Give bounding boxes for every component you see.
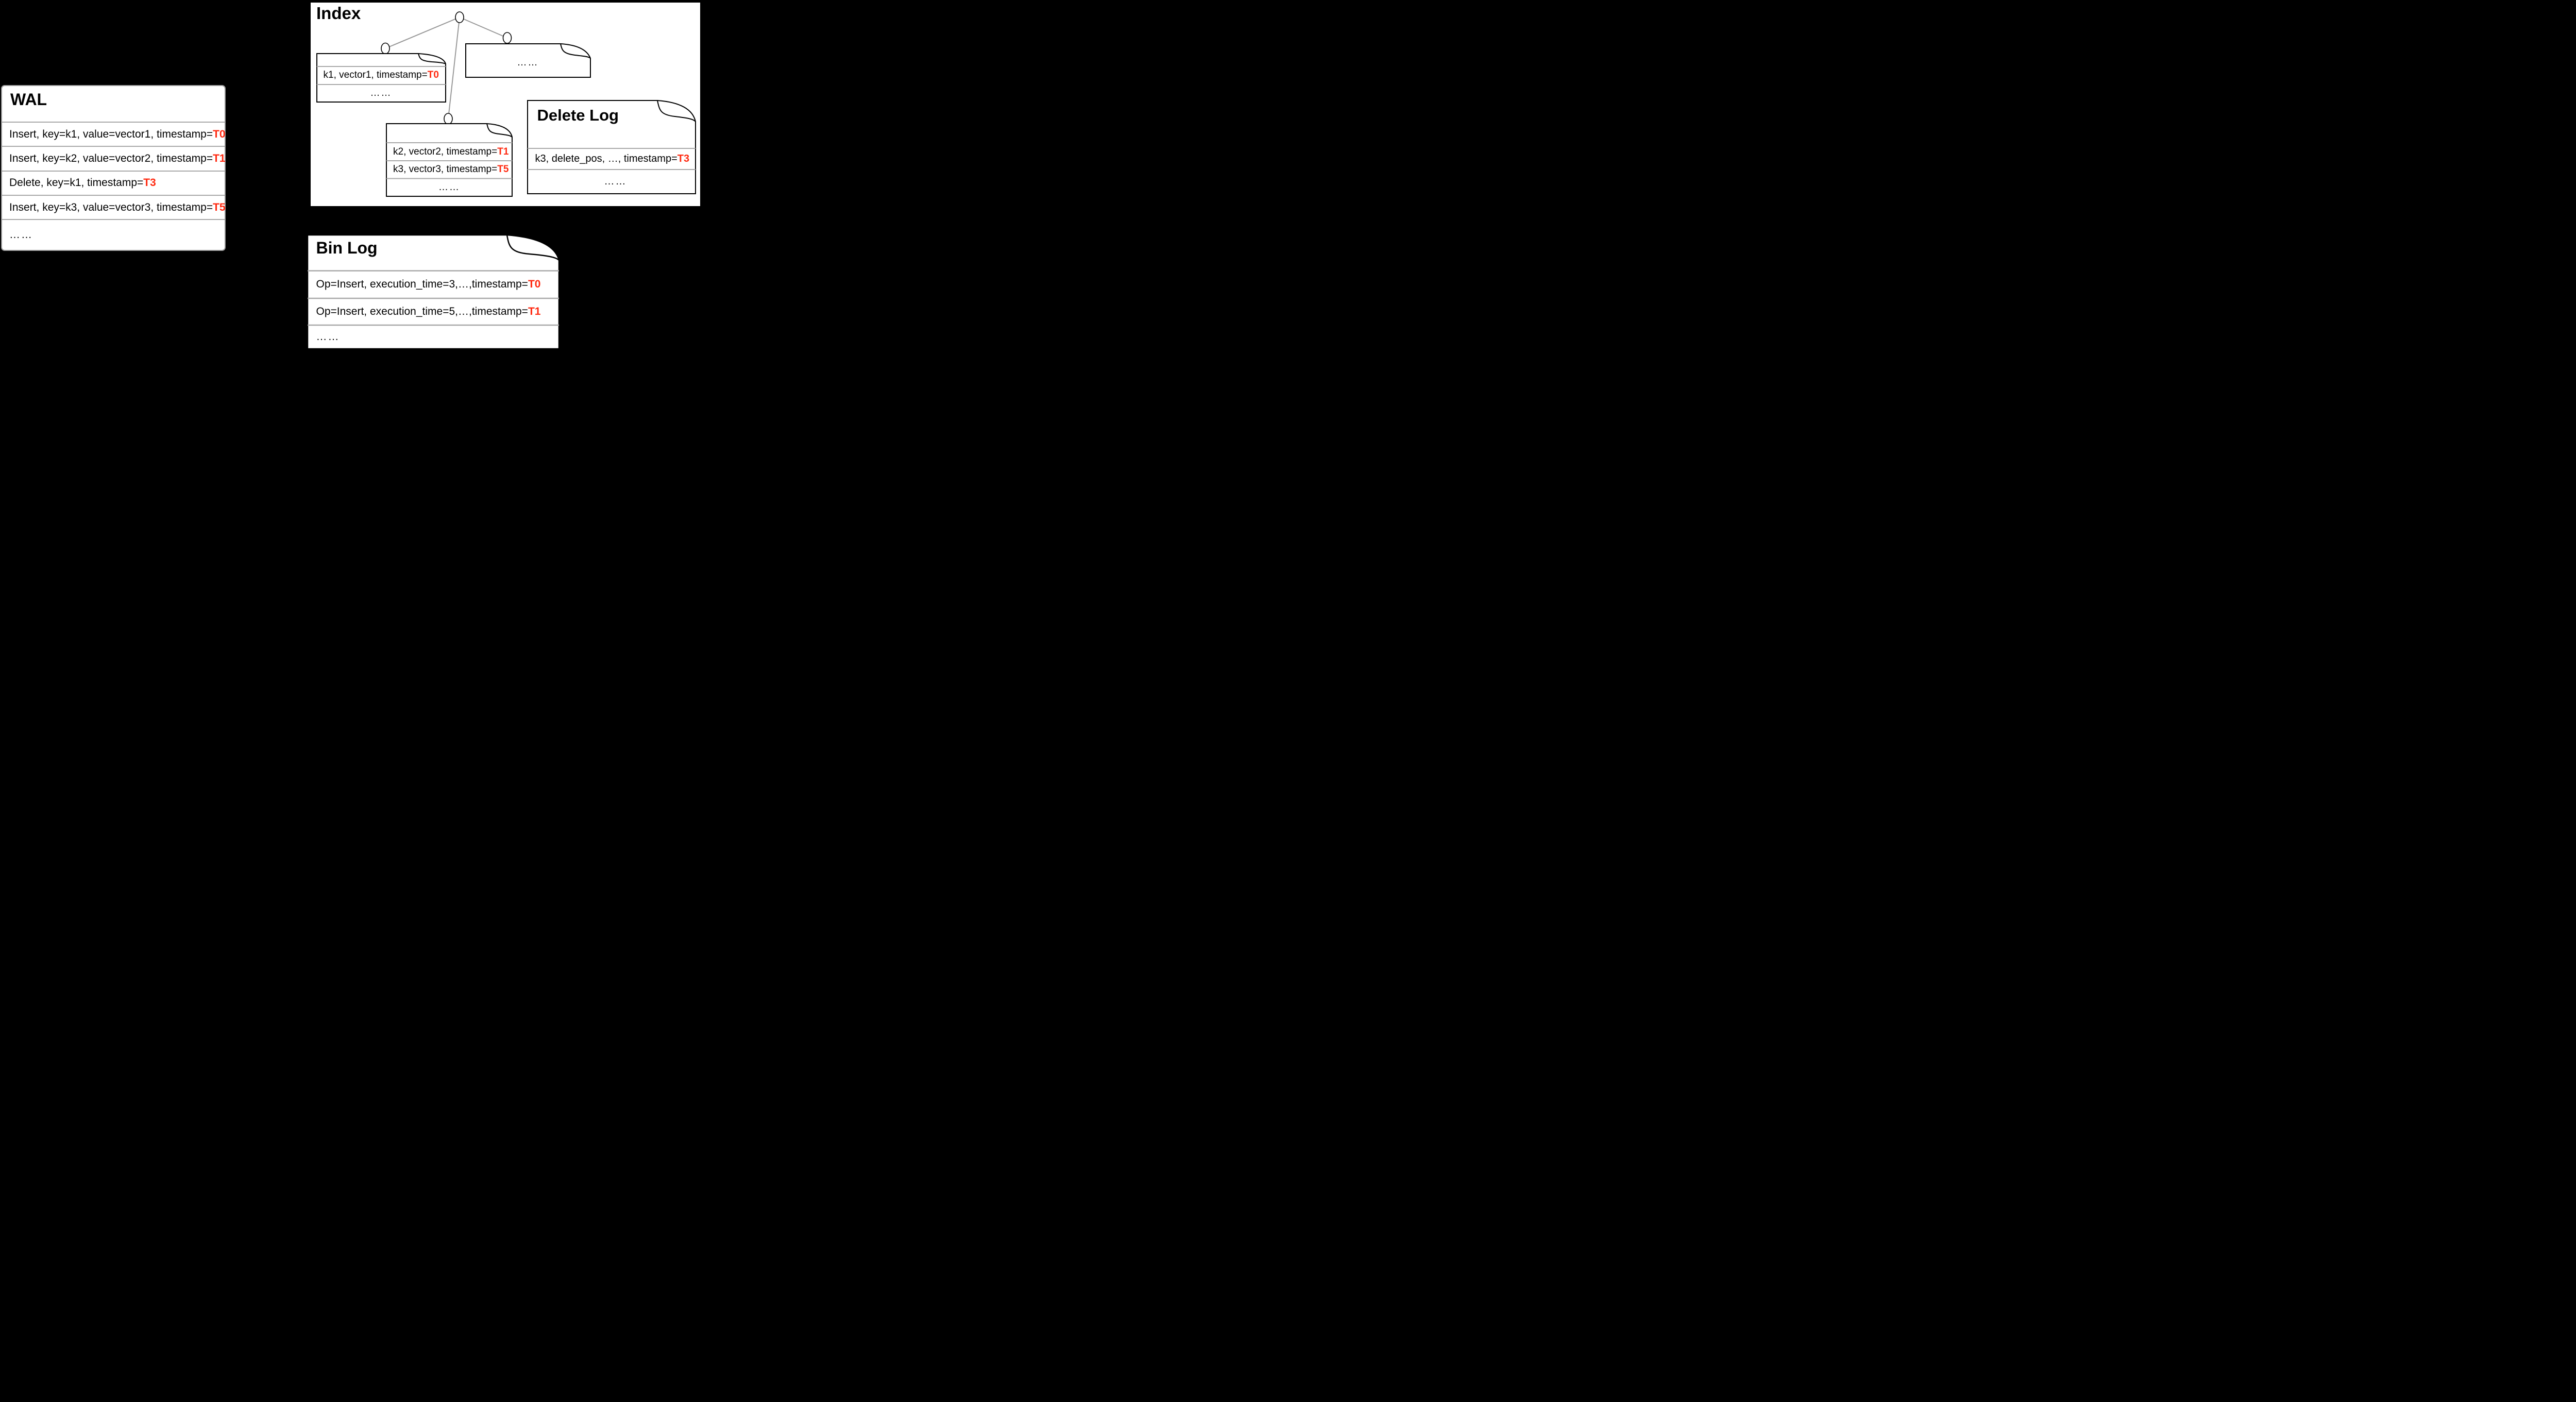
- delete-log-title: Delete Log: [537, 106, 619, 124]
- timestamp-value: T1: [497, 146, 509, 157]
- timestamp-value: T0: [528, 278, 541, 291]
- index-leaf-more-row: ……: [465, 50, 591, 75]
- ellipsis-text: ……: [316, 331, 340, 343]
- index-leaf-more: ……: [465, 43, 591, 78]
- index-panel: Index k1, vector1: [309, 1, 702, 208]
- tree-middle-node: [444, 113, 453, 125]
- tree-edges: [385, 16, 507, 119]
- index-leaf-k3-row: k3, vector3, timestamp=T5: [386, 161, 513, 179]
- index-leaf-k1-more: ……: [316, 85, 446, 103]
- timestamp-value: T3: [143, 177, 156, 189]
- timestamp-value: T5: [497, 164, 509, 175]
- file-fold-icon: [656, 100, 696, 122]
- timestamp-value: T1: [528, 306, 541, 317]
- index-leaf-k2-text: k2, vector2, timestamp=T1: [393, 146, 509, 157]
- index-leaf-k3-text: k3, vector3, timestamp=T5: [393, 164, 509, 175]
- index-leaf-k1: k1, vector1, timestamp=T0 ……: [316, 53, 446, 103]
- timestamp-value: T1: [213, 152, 226, 164]
- timestamp-value: T0: [213, 128, 226, 140]
- wal-row-3: Delete, key=k1, timestamp=T3: [2, 170, 225, 195]
- wal-row-2-text: Insert, key=k2, value=vector2, timestamp…: [9, 152, 226, 164]
- file-outline: [465, 43, 591, 78]
- wal-title: WAL: [10, 90, 47, 109]
- tree-left-node: [381, 42, 390, 55]
- tree-right-node: [502, 32, 512, 44]
- wal-row-more: ……: [2, 219, 225, 250]
- timestamp-value: T0: [427, 70, 439, 80]
- file-outline: [527, 100, 696, 194]
- bin-log-row-1-text: Op=Insert, execution_time=3,…,timestamp=…: [316, 278, 541, 291]
- delete-log-more: ……: [527, 170, 696, 193]
- file-fold-icon: [486, 123, 513, 138]
- timestamp-value: T3: [677, 153, 690, 164]
- wal-row-2: Insert, key=k2, value=vector2, timestamp…: [2, 146, 226, 170]
- index-title: Index: [316, 4, 361, 23]
- wal-row-1-text: Insert, key=k1, value=vector1, timestamp…: [9, 128, 226, 140]
- delete-log-box: Delete Log k3, delete_pos, …, timestamp=…: [527, 100, 696, 194]
- wal-row-3-text: Delete, key=k1, timestamp=T3: [9, 177, 156, 189]
- bin-log-row-2-text: Op=Insert, execution_time=5,…,timestamp=…: [316, 306, 541, 317]
- timestamp-value: T5: [213, 201, 226, 213]
- file-fold-icon: [560, 43, 591, 59]
- wal-row-1: Insert, key=k1, value=vector1, timestamp…: [2, 122, 226, 146]
- file-fold-icon: [506, 234, 560, 261]
- file-outline: [316, 53, 446, 103]
- wal-box: WAL Insert, key=k1, value=vector1, times…: [1, 85, 226, 251]
- tree-root-node: [455, 11, 464, 23]
- index-tree: [381, 11, 512, 125]
- bin-log-box: Bin Log Op=Insert, execution_time=3,…,ti…: [307, 234, 560, 349]
- delete-log-row-text: k3, delete_pos, …, timestamp=T3: [535, 153, 690, 164]
- ellipsis-text: ……: [604, 175, 627, 187]
- bin-log-title: Bin Log: [316, 239, 378, 257]
- ellipsis-text: ……: [517, 57, 539, 68]
- wal-row-4: Insert, key=k3, value=vector3, timestamp…: [2, 194, 226, 219]
- wal-row-4-text: Insert, key=k3, value=vector3, timestamp…: [9, 201, 226, 213]
- ellipsis-text: ……: [370, 88, 392, 98]
- index-leaf-k2k3-more: ……: [386, 179, 513, 197]
- ellipsis-text: ……: [9, 229, 33, 241]
- ellipsis-text: ……: [438, 182, 460, 193]
- index-leaf-k1-text: k1, vector1, timestamp=T0: [323, 70, 439, 80]
- file-fold-icon: [417, 53, 446, 64]
- index-leaf-k1-row: k1, vector1, timestamp=T0: [316, 66, 446, 85]
- index-leaf-k2k3: k2, vector2, timestamp=T1 k3, vector3, t…: [386, 123, 513, 197]
- delete-log-row: k3, delete_pos, …, timestamp=T3: [527, 148, 696, 170]
- diagram-canvas: WAL Insert, key=k1, value=vector1, times…: [0, 0, 704, 350]
- bin-log-row-2: Op=Insert, execution_time=5,…,timestamp=…: [307, 298, 560, 325]
- bin-log-row-1: Op=Insert, execution_time=3,…,timestamp=…: [307, 271, 560, 299]
- index-leaf-k2-row: k2, vector2, timestamp=T1: [386, 143, 513, 161]
- bin-log-more: ……: [307, 325, 560, 349]
